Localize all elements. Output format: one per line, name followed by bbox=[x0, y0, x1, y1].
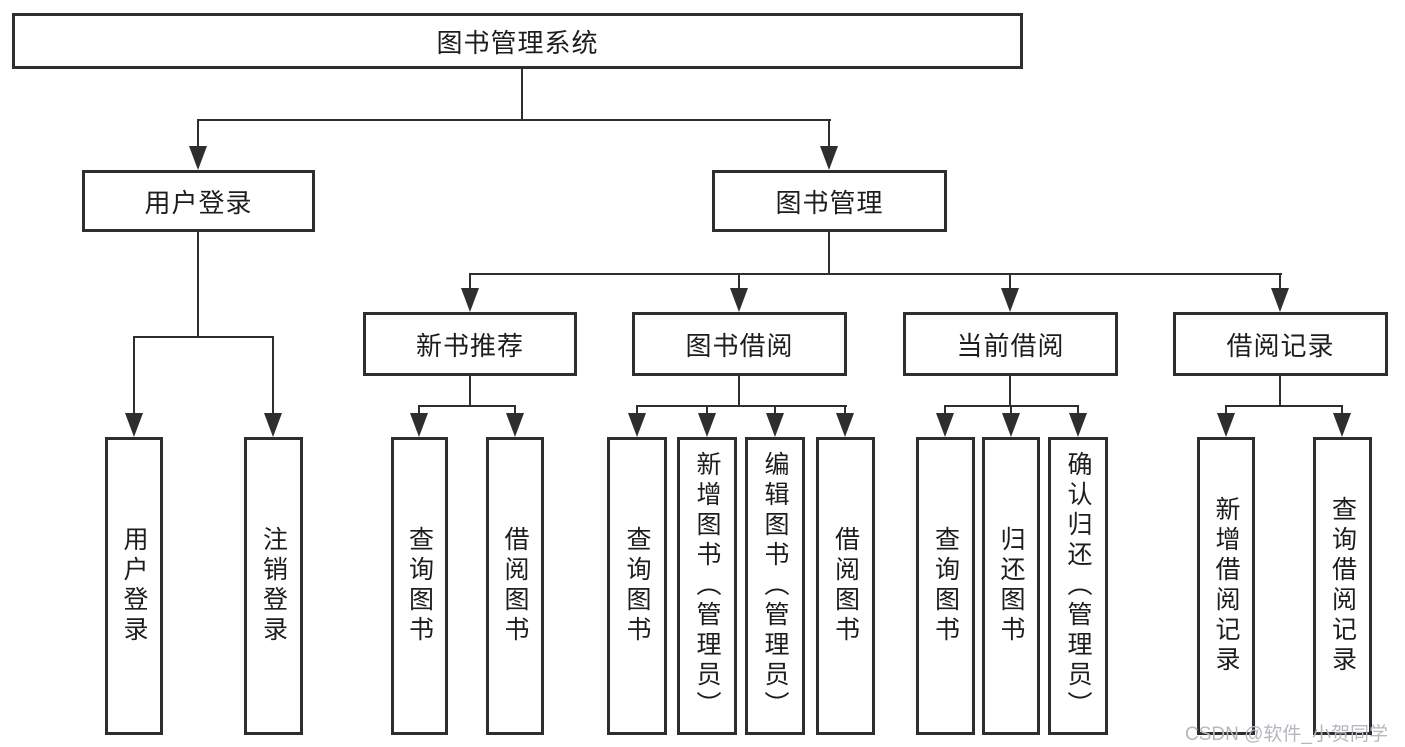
connector-root-bus bbox=[197, 119, 831, 121]
leaf-logout-login: 注销登录 bbox=[244, 437, 303, 735]
arrowhead-book-borrow bbox=[730, 288, 748, 312]
connector-br-query-drop bbox=[1341, 405, 1343, 415]
node-current-borrow: 当前借阅 bbox=[903, 312, 1118, 376]
connector-current-borrow-drop bbox=[1009, 273, 1011, 290]
node-borrow-records: 借阅记录 bbox=[1173, 312, 1388, 376]
leaf-borrow-query-books: 查询图书 bbox=[607, 437, 667, 735]
connector-bb-borrow-drop bbox=[844, 405, 846, 415]
connector-br-add-drop bbox=[1225, 405, 1227, 415]
connector-cb-query-drop bbox=[944, 405, 946, 415]
arrowhead-rec-query bbox=[410, 413, 428, 437]
leaf-recommend-borrow-books: 借阅图书 bbox=[486, 437, 544, 735]
connector-leaf-user-login-drop bbox=[133, 336, 135, 416]
connector-book-management-drop bbox=[828, 119, 830, 151]
arrowhead-rec-borrow bbox=[506, 413, 524, 437]
arrowhead-leaf-logout bbox=[264, 413, 282, 437]
connector-book-borrow-drop bbox=[738, 273, 740, 290]
arrowhead-bb-edit bbox=[766, 413, 784, 437]
leaf-user-login: 用户登录 bbox=[105, 437, 163, 735]
leaf-borrow-edit-books-admin: 编辑图书（管理员） bbox=[745, 437, 805, 735]
arrowhead-new-book bbox=[461, 288, 479, 312]
node-user-login: 用户登录 bbox=[82, 170, 315, 232]
arrowhead-leaf-user-login bbox=[125, 413, 143, 437]
connector-bb-query-drop bbox=[636, 405, 638, 415]
connector-leaf-logout-drop bbox=[272, 336, 274, 416]
connector-book-borrow-stem bbox=[738, 376, 740, 405]
arrowhead-borrow-records bbox=[1271, 288, 1289, 312]
connector-new-book-drop bbox=[469, 273, 471, 290]
connector-borrow-records-bus bbox=[1225, 405, 1343, 407]
connector-book-management-stem bbox=[828, 232, 830, 273]
arrowhead-bb-query bbox=[628, 413, 646, 437]
connector-root-stem bbox=[521, 67, 523, 119]
arrowhead-br-add bbox=[1217, 413, 1235, 437]
connector-bb-add-drop bbox=[706, 405, 708, 415]
csdn-watermark: CSDN @软件_小贺同学 bbox=[1185, 724, 1388, 745]
connector-cb-confirm-drop bbox=[1077, 405, 1079, 415]
leaf-recommend-query-books: 查询图书 bbox=[391, 437, 448, 735]
leaf-records-add-record: 新增借阅记录 bbox=[1197, 437, 1255, 735]
connector-user-login-drop bbox=[197, 119, 199, 151]
leaf-current-confirm-return-admin: 确认归还（管理员） bbox=[1048, 437, 1108, 735]
connector-rec-query-drop bbox=[418, 405, 420, 415]
connector-new-book-bus bbox=[418, 405, 516, 407]
arrowhead-bb-borrow bbox=[836, 413, 854, 437]
leaf-current-return-books: 归还图书 bbox=[982, 437, 1040, 735]
leaf-borrow-add-books-admin: 新增图书（管理员） bbox=[677, 437, 737, 735]
connector-book-management-bus bbox=[469, 273, 1282, 275]
arrowhead-user-login bbox=[189, 146, 207, 170]
node-book-borrow: 图书借阅 bbox=[632, 312, 847, 376]
leaf-current-query-books: 查询图书 bbox=[916, 437, 975, 735]
connector-cb-return-drop bbox=[1010, 405, 1012, 415]
leaf-borrow-borrow-books: 借阅图书 bbox=[816, 437, 875, 735]
connector-user-login-bus bbox=[133, 336, 274, 338]
arrowhead-br-query bbox=[1333, 413, 1351, 437]
arrowhead-cb-confirm bbox=[1069, 413, 1087, 437]
arrowhead-cb-query bbox=[936, 413, 954, 437]
leaf-records-query-record: 查询借阅记录 bbox=[1313, 437, 1372, 735]
arrowhead-bb-add bbox=[698, 413, 716, 437]
connector-rec-borrow-drop bbox=[514, 405, 516, 415]
connector-borrow-records-stem bbox=[1279, 376, 1281, 405]
arrowhead-cb-return bbox=[1002, 413, 1020, 437]
node-new-book-recommend: 新书推荐 bbox=[363, 312, 577, 376]
connector-borrow-records-drop bbox=[1279, 273, 1281, 290]
connector-bb-edit-drop bbox=[774, 405, 776, 415]
connector-user-login-stem bbox=[197, 232, 199, 336]
node-root: 图书管理系统 bbox=[12, 13, 1023, 69]
connector-current-borrow-stem bbox=[1009, 376, 1011, 405]
node-book-management: 图书管理 bbox=[712, 170, 947, 232]
arrowhead-current-borrow bbox=[1001, 288, 1019, 312]
arrowhead-book-management bbox=[820, 146, 838, 170]
connector-new-book-stem bbox=[469, 376, 471, 405]
connector-book-borrow-bus bbox=[636, 405, 847, 407]
